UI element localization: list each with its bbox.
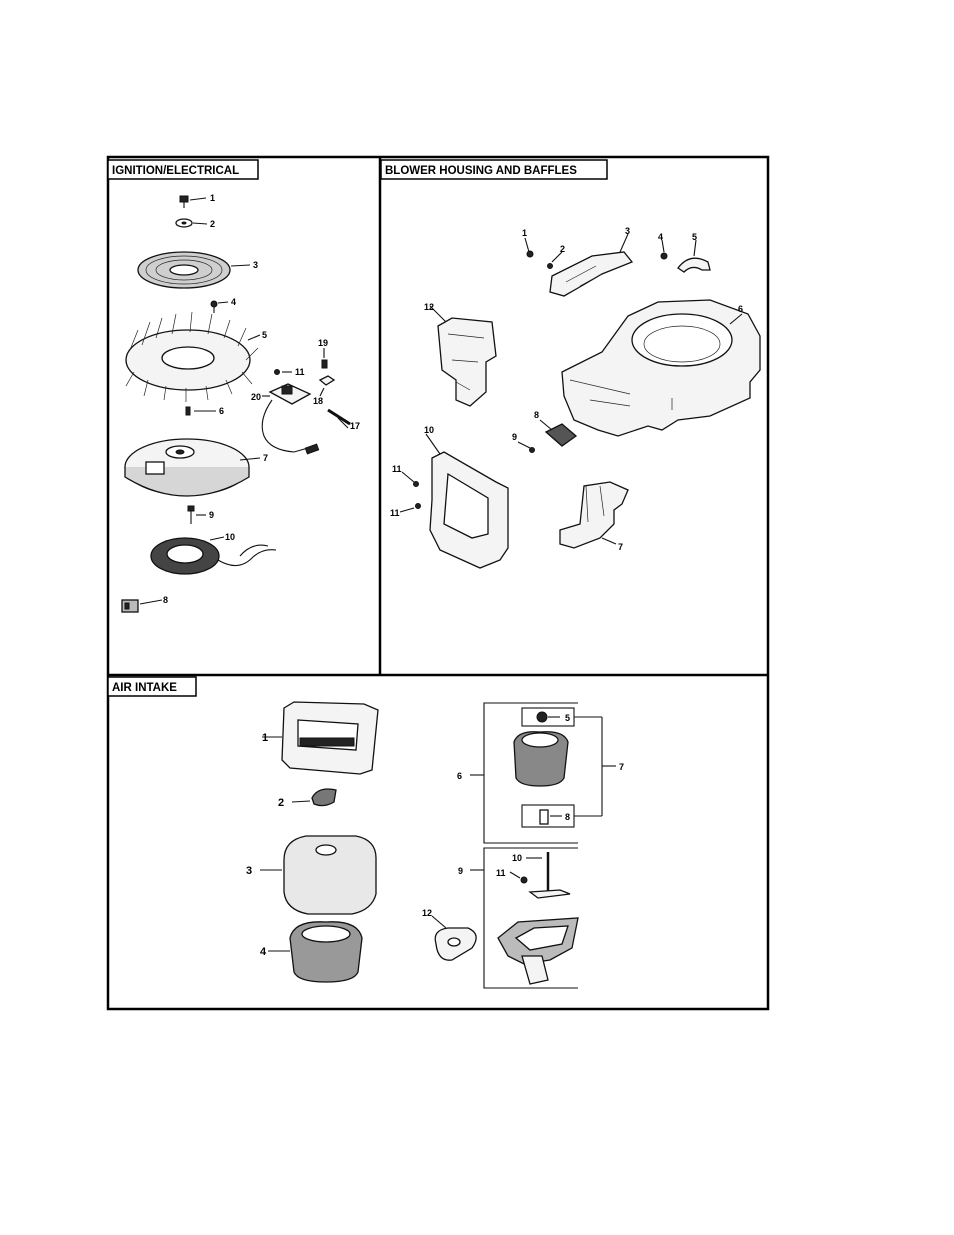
- ign-label-4: 4: [231, 297, 236, 307]
- air-part-element: [268, 922, 362, 982]
- blw-part-blower-housing: [562, 300, 760, 436]
- air-label-2: 2: [278, 797, 284, 809]
- ign-part-stator: [151, 537, 276, 574]
- ign-label-6: 6: [219, 406, 224, 416]
- air-part-knob: [292, 789, 336, 806]
- blw-label-1: 1: [522, 228, 527, 238]
- air-label-8: 8: [565, 812, 570, 822]
- blw-label-10: 10: [424, 425, 434, 435]
- blw-label-2: 2: [560, 244, 565, 254]
- air-label-4: 4: [260, 946, 267, 958]
- air-label-6: 6: [457, 771, 462, 781]
- air-intake-section: 1 2 3 4 5 6 7 8 10 9 11 12: [246, 702, 624, 988]
- blw-label-3: 3: [625, 226, 630, 236]
- blw-part-lower-baffle: [560, 482, 628, 548]
- ign-label-11: 11: [295, 367, 305, 377]
- blw-part-clip: [661, 240, 710, 272]
- air-part-spacer: [540, 810, 562, 824]
- ign-label-19: 19: [318, 338, 328, 348]
- air-part-filter-element: [514, 732, 568, 786]
- air-part-cover: [262, 702, 378, 774]
- ign-label-20: 20: [251, 392, 261, 402]
- ign-label-1: 1: [210, 193, 215, 203]
- ign-part-fan: [126, 312, 260, 402]
- air-label-7: 7: [619, 762, 624, 772]
- ign-label-5: 5: [262, 330, 267, 340]
- ign-part-screw-nine: [188, 506, 206, 524]
- air-part-precleaner: [260, 836, 376, 914]
- air-part-wing-nut: [537, 712, 560, 722]
- ign-label-10: 10: [225, 532, 235, 542]
- air-label-11: 11: [496, 868, 506, 878]
- ign-part-screen: [138, 252, 250, 288]
- air-label-12: 12: [422, 908, 432, 918]
- ign-part-flywheel: [125, 439, 260, 496]
- ignition-electrical-title: IGNITION/ELECTRICAL: [112, 165, 239, 177]
- ign-label-9: 9: [209, 510, 214, 520]
- ign-part-screw: [211, 301, 228, 313]
- ign-label-3: 3: [253, 260, 258, 270]
- blw-part-side-baffle: [430, 306, 496, 406]
- blw-part-screws-eleven: [400, 472, 421, 512]
- ign-part-washer: [176, 219, 207, 227]
- ign-part-angled-bolt: [328, 410, 350, 428]
- ign-label-2: 2: [210, 219, 215, 229]
- blower-housing-title: BLOWER HOUSING AND BAFFLES: [385, 165, 577, 177]
- ignition-electrical-header: IGNITION/ELECTRICAL: [108, 160, 258, 179]
- blower-housing-header: BLOWER HOUSING AND BAFFLES: [381, 160, 607, 179]
- ign-label-18: 18: [313, 396, 323, 406]
- air-label-1: 1: [262, 732, 268, 744]
- air-intake-title: AIR INTAKE: [112, 682, 177, 694]
- ign-part-bolt: [180, 196, 206, 208]
- blw-label-6: 6: [738, 304, 743, 314]
- blower-housing-section: 1 2 3 4 5 12 6 8 9 10 11 11 7: [390, 226, 760, 568]
- blw-label-8: 8: [534, 410, 539, 420]
- blw-label-9: 9: [512, 432, 517, 442]
- blw-part-screws: [525, 238, 562, 269]
- air-part-base: [498, 918, 578, 984]
- air-label-9: 9: [458, 866, 463, 876]
- air-label-3: 3: [246, 865, 252, 877]
- air-part-gasket: [432, 916, 476, 960]
- blw-label-12: 12: [424, 302, 434, 312]
- blw-label-11b: 11: [390, 508, 400, 518]
- blw-label-4: 4: [658, 232, 663, 242]
- blw-part-rear-baffle: [426, 434, 508, 568]
- blw-label-11a: 11: [392, 464, 402, 474]
- ignition-electrical-section: 1 2 3 4 5 19 11 20 18 6 17 7 9 10 8: [122, 193, 360, 612]
- ign-part-ignition-module: [262, 384, 319, 454]
- blw-label-5: 5: [692, 232, 697, 242]
- blw-part-clip-eight: [518, 420, 576, 453]
- air-label-5: 5: [565, 713, 570, 723]
- air-intake-header: AIR INTAKE: [108, 677, 196, 696]
- ign-label-8: 8: [163, 595, 168, 605]
- ign-part-small-six: [186, 407, 216, 415]
- ign-label-7: 7: [263, 453, 268, 463]
- ign-label-17: 17: [350, 421, 360, 431]
- ign-part-rectifier: [122, 600, 162, 612]
- blw-label-7: 7: [618, 542, 623, 552]
- air-label-10: 10: [512, 853, 522, 863]
